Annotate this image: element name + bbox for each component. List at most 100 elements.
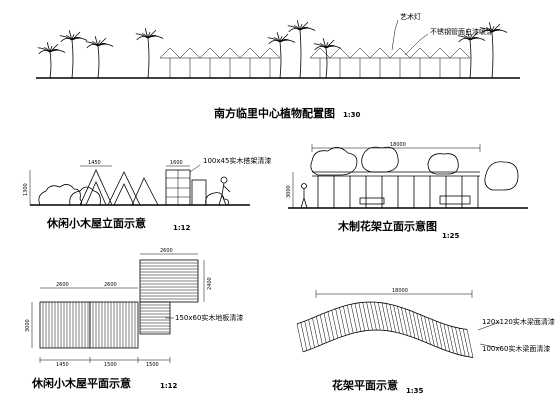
cabin-elevation: 1450 1300 1600 100x45实木搭架清漆 休闲小木屋立面示意 1:… xyxy=(23,156,271,232)
person xyxy=(301,183,307,189)
plan-right-dim: 2400 xyxy=(207,277,213,290)
pergola-slat xyxy=(420,314,427,343)
pergola-slat xyxy=(416,313,424,342)
plan-block-left xyxy=(39,301,91,349)
cabin-plan-scale: 1:12 xyxy=(160,382,178,390)
palm-tree xyxy=(135,28,164,79)
timber-beam-bottom-note: 100x60实木梁面清漆 xyxy=(482,344,550,353)
pergola-slat xyxy=(455,327,462,356)
pergola-plan-wave xyxy=(296,301,474,358)
pergola-length-dim: 18000 xyxy=(390,142,406,148)
pergola-slat xyxy=(331,310,339,339)
plan-bottom-1-dim: 1450 xyxy=(56,362,69,368)
umbrella xyxy=(179,47,201,78)
umbrella xyxy=(309,47,331,78)
pergola-elevation: 18000 3000 木制花架立面示意图 1:25 xyxy=(286,142,528,240)
pergola-slat xyxy=(408,310,416,339)
umbrella xyxy=(409,47,431,78)
plan-bottom-3-dim: 1500 xyxy=(146,362,159,368)
pergola-slat xyxy=(466,329,474,358)
pergola-slat xyxy=(374,302,381,331)
umbrella xyxy=(239,47,261,78)
pergola-slat xyxy=(447,325,454,354)
pergola-slat xyxy=(435,321,443,350)
timber-floor-note: 150x60实木地板清漆 xyxy=(175,313,243,322)
pergola-slat xyxy=(459,328,466,357)
palm-tree xyxy=(37,42,66,79)
pergola-edge xyxy=(296,301,468,330)
pergola-plan-scale: 1:35 xyxy=(406,387,424,395)
art-lamp-note: 艺术灯 xyxy=(400,12,421,21)
pergola-slat xyxy=(366,302,373,331)
tree-canopy xyxy=(484,161,519,191)
timber-frame-note: 100x45实木搭架清漆 xyxy=(203,156,271,165)
palm-trees xyxy=(37,20,508,79)
pergola-slat xyxy=(370,301,377,331)
tree-canopy xyxy=(427,153,459,175)
pergola-slat xyxy=(319,314,327,343)
tree-canopy xyxy=(310,147,358,176)
pergola-slat xyxy=(296,323,304,352)
a-frame xyxy=(107,171,141,206)
pergola-slat xyxy=(312,317,319,347)
pergola-slat xyxy=(428,317,435,347)
umbrella xyxy=(369,47,391,78)
pergola-slat xyxy=(393,305,400,334)
pergola-slat xyxy=(424,316,431,345)
pergola-slat xyxy=(462,328,470,357)
a-frame xyxy=(113,183,135,206)
pergola-slat xyxy=(316,316,323,345)
cabin-side-dim: 1600 xyxy=(170,160,183,166)
plant-layout-title: 南方临里中心植物配置图 xyxy=(214,106,335,120)
bench xyxy=(439,195,471,205)
pergola-slat xyxy=(381,302,389,331)
pergola-slat xyxy=(327,311,335,340)
plan-mid-top-dim: 2600 xyxy=(104,282,117,288)
pergola-slat xyxy=(412,311,420,340)
umbrella xyxy=(449,47,471,78)
pergola-slat xyxy=(385,303,393,332)
palm-tree xyxy=(313,38,342,79)
pergola-slat xyxy=(346,305,354,334)
palm-tree xyxy=(287,20,316,79)
pergola-slat xyxy=(343,306,350,335)
tree-canopy xyxy=(361,146,399,173)
cabin-width-dim: 1450 xyxy=(88,160,101,166)
pergola-slat xyxy=(323,313,331,342)
steel-pipe-note: 不锈钢管面白漆喷涂 xyxy=(430,27,493,36)
pergola-slat xyxy=(300,322,308,351)
pergola-slat xyxy=(335,308,342,337)
steel-pipe-leader xyxy=(404,33,429,56)
umbrella xyxy=(199,47,221,78)
umbrella xyxy=(159,47,181,78)
pergola-slat xyxy=(443,323,451,352)
pergola-posts xyxy=(317,176,479,208)
cabin-plan: 2600 2400 2600 2600 3000 1450 1500 1500 … xyxy=(25,248,243,390)
palm-tree xyxy=(267,32,296,79)
pergola-edge xyxy=(302,329,474,358)
pergola-slat xyxy=(377,302,385,331)
a-frame xyxy=(79,169,113,206)
art-lamp-leader xyxy=(391,19,399,51)
pergola-slat xyxy=(401,307,408,336)
pergola-slat xyxy=(308,319,315,348)
pergola-slat xyxy=(350,304,358,333)
umbrella xyxy=(349,47,371,78)
pergola-plan-title: 花架平面示意 xyxy=(332,378,398,392)
pergola-slat xyxy=(339,307,346,336)
palm-tree xyxy=(479,22,508,79)
umbrella xyxy=(429,47,451,78)
cabin-height-dim: 1300 xyxy=(23,183,29,196)
plan-left-top-dim: 2600 xyxy=(56,282,69,288)
umbrella-canopies xyxy=(159,47,471,78)
umbrella xyxy=(389,47,411,78)
pergola-slat xyxy=(389,304,396,333)
timber-beam-top-note: 120x120实木梁面清漆 xyxy=(482,317,555,326)
cabin-elevation-title: 休闲小木屋立面示意 xyxy=(46,216,146,230)
a-frame xyxy=(131,177,159,206)
pergola-slat xyxy=(354,303,362,332)
plan-top-dim: 2600 xyxy=(160,248,173,254)
cabin-door xyxy=(191,179,207,206)
shrub xyxy=(205,192,229,206)
